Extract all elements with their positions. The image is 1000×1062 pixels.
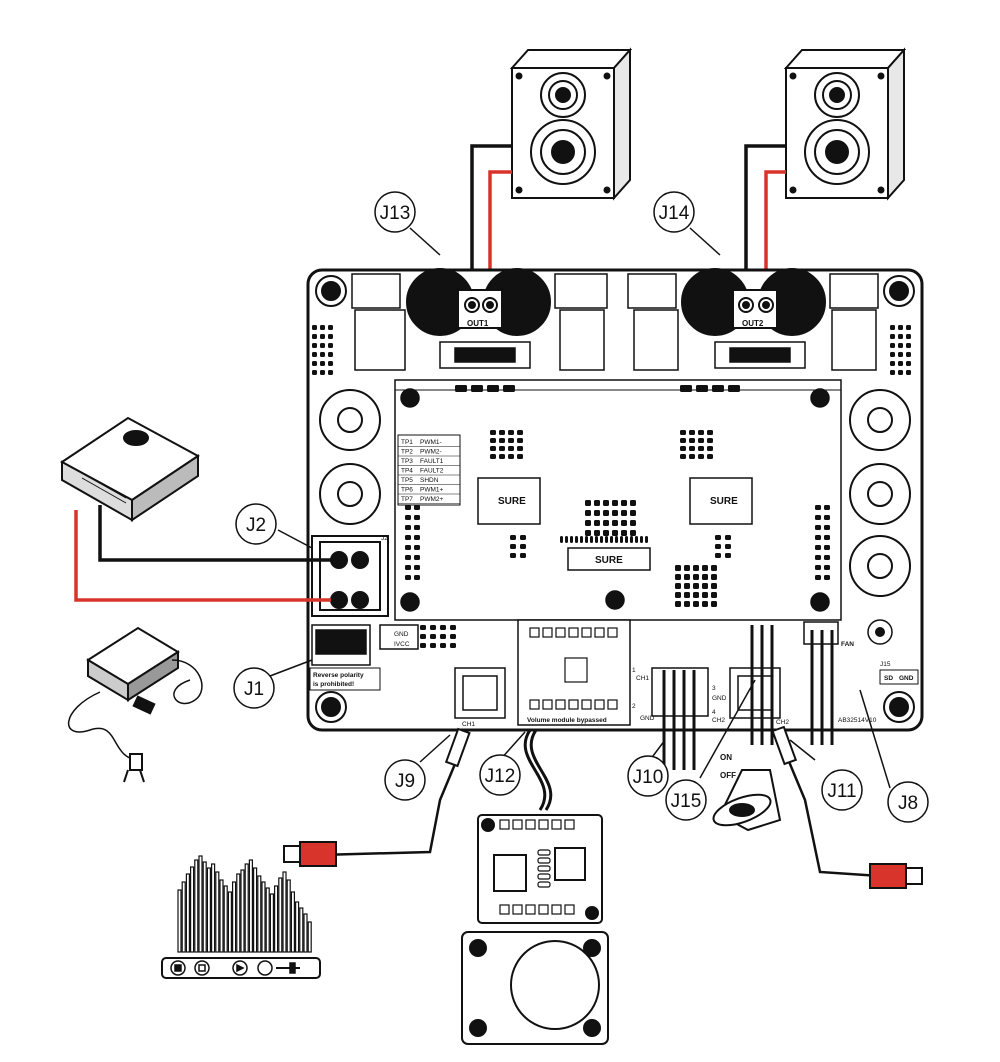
out1-label: OUT1 xyxy=(467,319,489,328)
j2-board-mark: J2 xyxy=(381,535,388,542)
callout-j13: J13 xyxy=(374,191,416,233)
callout-j13-label: J13 xyxy=(380,203,411,224)
callout-j11: J11 xyxy=(821,769,863,811)
callout-j10: J10 xyxy=(627,755,669,797)
j10-gnd-pin3: GND xyxy=(712,695,727,702)
callout-j10-label: J10 xyxy=(633,767,664,788)
callout-j9-label: J9 xyxy=(395,771,415,792)
j10-gnd-pin: GND xyxy=(640,715,655,722)
reverse-polarity-line2: is prohibited! xyxy=(313,681,354,688)
ch2-jack-label: CH2 xyxy=(776,719,789,726)
callout-j1: J1 xyxy=(233,667,275,709)
test-point-signal: PWM2+ xyxy=(420,496,444,503)
volume-module-board xyxy=(477,814,603,924)
callout-j15: J15 xyxy=(665,779,707,821)
j10-pin2: 2 xyxy=(632,703,636,710)
test-point-signal: PWM2- xyxy=(420,449,442,456)
volume-bypassed-label: Volume module bypassed xyxy=(527,717,607,724)
j10-ch2-pin: CH2 xyxy=(712,717,725,724)
sd-label: SD xyxy=(884,675,893,682)
test-point-signal: PWM1+ xyxy=(420,487,444,494)
ch1-jack-label: CH1 xyxy=(462,721,475,728)
brand-mark-center: SURE xyxy=(595,555,623,566)
test-point-id: TP5 xyxy=(401,477,413,484)
j10-pin3: 3 xyxy=(712,685,716,692)
volume-icon xyxy=(257,960,273,976)
switch-off-label: OFF xyxy=(720,771,736,780)
test-point-id: TP1 xyxy=(401,439,413,446)
sd-gnd-label: GND xyxy=(899,675,914,682)
out2-label: OUT2 xyxy=(742,319,764,328)
fan-label: FAN xyxy=(841,641,854,648)
switch-on-label: ON xyxy=(720,753,732,762)
callout-j12: J12 xyxy=(479,754,521,796)
test-point-id: TP2 xyxy=(401,449,413,456)
brand-mark-right: SURE xyxy=(710,496,738,507)
callout-j11-label: J11 xyxy=(827,781,856,802)
speaker-wires xyxy=(470,144,786,300)
reverse-polarity-line1: Reverse polarity xyxy=(313,672,364,679)
power-supply-unit xyxy=(60,416,200,522)
test-point-id: TP4 xyxy=(401,468,413,475)
volume-knob-board xyxy=(461,931,609,1045)
test-point-signal: SHDN xyxy=(420,477,439,484)
speaker-left xyxy=(509,47,633,201)
test-point-id: TP7 xyxy=(401,496,413,503)
test-point-id: TP3 xyxy=(401,458,413,465)
test-point-signal: FAULT2 xyxy=(420,468,444,475)
test-point-id: TP6 xyxy=(401,487,413,494)
j15-board-mark: J15 xyxy=(880,661,891,668)
callout-j2-label: J2 xyxy=(246,515,266,536)
test-point-signal: FAULT1 xyxy=(420,458,444,465)
callout-j9: J9 xyxy=(384,759,426,801)
j10-pin1: 1 xyxy=(632,667,636,674)
callout-j8: J8 xyxy=(887,781,929,823)
part-number: AB32514V10 xyxy=(838,717,877,724)
brand-mark-left: SURE xyxy=(498,496,526,507)
callout-j1-label: J1 xyxy=(244,679,264,700)
toggle-switch xyxy=(712,769,782,832)
audio-source-player xyxy=(161,855,321,979)
callout-j12-label: J12 xyxy=(485,766,516,787)
rca-cable-left xyxy=(283,727,471,867)
ac-adapter xyxy=(67,626,203,783)
j10-pin4: 4 xyxy=(712,709,716,716)
speaker-right xyxy=(783,47,907,201)
test-point-signal: PWM1- xyxy=(420,439,442,446)
callout-j15-label: J15 xyxy=(671,791,702,812)
psu-wires xyxy=(74,505,331,602)
rca-cable-right xyxy=(771,725,923,889)
j10-ch1-pin: CH1 xyxy=(636,675,649,682)
callout-j14: J14 xyxy=(653,191,695,233)
callout-j8-label: J8 xyxy=(898,793,918,814)
volume-ribbon-cable xyxy=(523,729,553,811)
ivcc-label: IVCC xyxy=(394,641,410,648)
gnd-label: GND xyxy=(394,631,409,638)
callout-j2: J2 xyxy=(235,503,277,545)
j2-power-terminal xyxy=(311,535,389,617)
callout-j14-label: J14 xyxy=(659,203,690,224)
